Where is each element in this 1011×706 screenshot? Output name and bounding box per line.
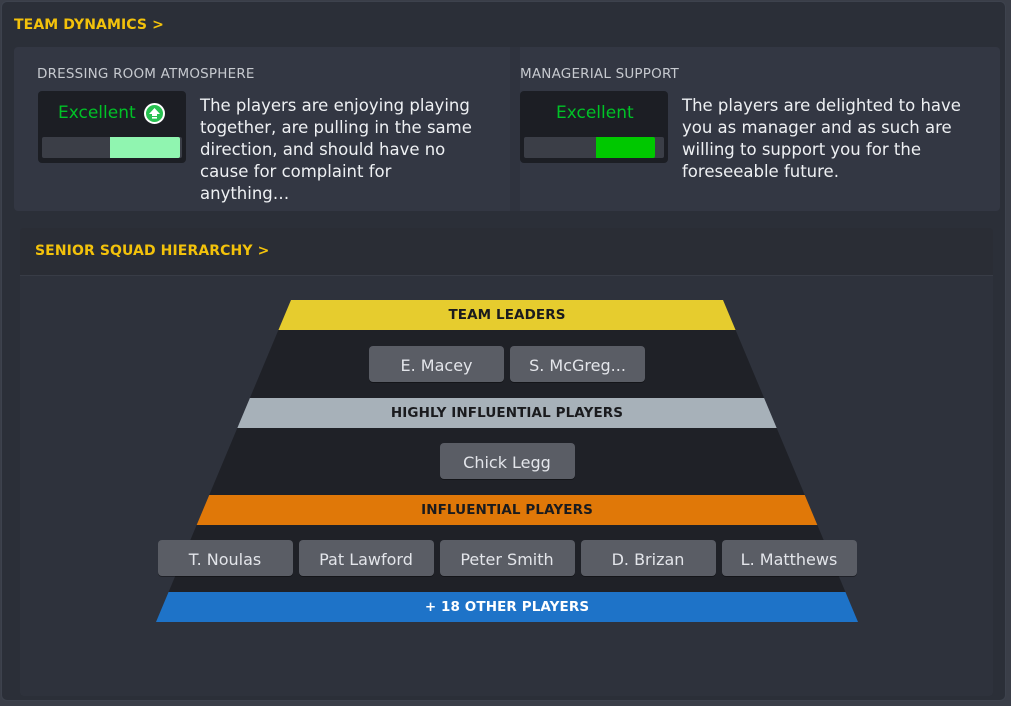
hierarchy-title: SENIOR SQUAD HIERARCHY — [35, 243, 253, 259]
player-chip[interactable]: Chick Legg — [439, 443, 575, 479]
tier-label: TEAM LEADERS — [448, 307, 566, 323]
senior-squad-hierarchy: SENIOR SQUAD HIERARCHY> TEAM LEADERS HIGH… — [20, 228, 993, 696]
tier-band — [237, 398, 777, 428]
player-chip[interactable]: Pat Lawford — [298, 540, 434, 576]
team-dynamics-heading[interactable]: TEAM DYNAMICS> — [14, 17, 164, 33]
tier-label: INFLUENTIAL PLAYERS — [421, 502, 593, 518]
tier-label: + 18 OTHER PLAYERS — [424, 599, 590, 615]
dressing-room-description: The players are enjoying playing togethe… — [200, 96, 472, 203]
hierarchy-heading[interactable]: SENIOR SQUAD HIERARCHY> — [35, 243, 269, 259]
managerial-support-level-fill — [596, 137, 655, 158]
player-chip[interactable]: E. Macey — [369, 346, 504, 382]
dressing-room-level-bar — [42, 137, 182, 158]
divider — [510, 47, 520, 211]
tier-label: HIGHLY INFLUENTIAL PLAYERS — [390, 405, 624, 421]
team-dynamics-title: TEAM DYNAMICS — [14, 17, 148, 33]
dressing-room-status: Excellent — [58, 103, 136, 123]
managerial-support-level-bar — [524, 137, 664, 158]
player-chip[interactable]: L. Matthews — [721, 540, 857, 576]
player-chip[interactable]: S. McGreg... — [510, 346, 645, 382]
managerial-support-description: The players are delighted to have you as… — [682, 96, 961, 181]
dynamics-summary: DRESSING ROOM ATMOSPHERE Excellent The p… — [14, 47, 1000, 211]
tier-band — [278, 300, 736, 330]
dressing-room-level-fill — [110, 137, 180, 158]
tier-band — [156, 592, 858, 622]
hierarchy-header: SENIOR SQUAD HIERARCHY> — [20, 228, 993, 276]
arrow-up-circle-icon — [144, 103, 165, 124]
player-chip[interactable]: T. Noulas — [157, 540, 293, 576]
player-chip[interactable]: D. Brizan — [580, 540, 716, 576]
player-chip[interactable]: Peter Smith — [439, 540, 575, 576]
tier-band — [196, 495, 818, 525]
hierarchy-tiers: TEAM LEADERS HIGHLY INFLUENTIAL PLAYERS IN… — [20, 228, 993, 696]
managerial-support-status: Excellent — [556, 103, 634, 123]
managerial-support-status-card: Excellent — [520, 91, 668, 163]
managerial-support-label: MANAGERIAL SUPPORT — [520, 66, 679, 82]
dressing-room-label: DRESSING ROOM ATMOSPHERE — [37, 66, 255, 82]
chevron-right-icon: > — [152, 17, 164, 33]
chevron-right-icon: > — [257, 243, 270, 259]
dressing-room-status-card: Excellent — [38, 91, 186, 163]
